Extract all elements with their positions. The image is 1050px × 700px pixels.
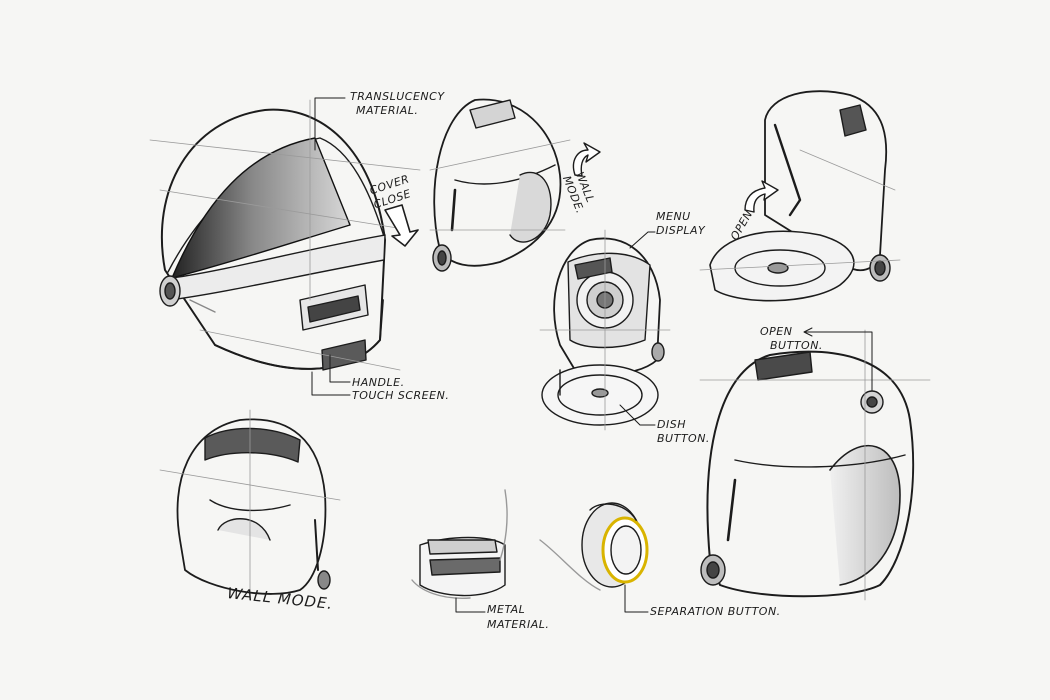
label-display: DISPLAY: [656, 224, 706, 237]
label-separation-button: SEPARATION BUTTON.: [650, 605, 781, 618]
label-open-button: BUTTON.: [770, 339, 823, 352]
sketch-metal-detail: [411, 489, 508, 613]
sketch-open-button-view: [699, 327, 931, 601]
sketch-cover-closed: [149, 97, 421, 396]
sketch-side-view: [429, 98, 601, 272]
label-translucency-material: MATERIAL.: [356, 104, 419, 117]
sketch-wall-mode: [159, 409, 341, 601]
label-translucency: TRANSLUCENCY: [350, 90, 445, 103]
label-touch-screen: TOUCH SCREEN.: [352, 389, 450, 402]
sketch-separation-button: [539, 502, 649, 613]
sketch-open-dish: [539, 229, 671, 431]
label-dish: DISH: [657, 418, 686, 431]
label-metal-material: MATERIAL.: [487, 618, 550, 631]
label-handle: HANDLE.: [352, 376, 405, 389]
sketch-opened-lid: [699, 90, 901, 302]
label-metal: METAL: [487, 603, 526, 616]
label-dish-button: BUTTON.: [657, 432, 710, 445]
label-menu: MENU: [656, 210, 691, 223]
label-open: OPEN: [760, 325, 793, 338]
